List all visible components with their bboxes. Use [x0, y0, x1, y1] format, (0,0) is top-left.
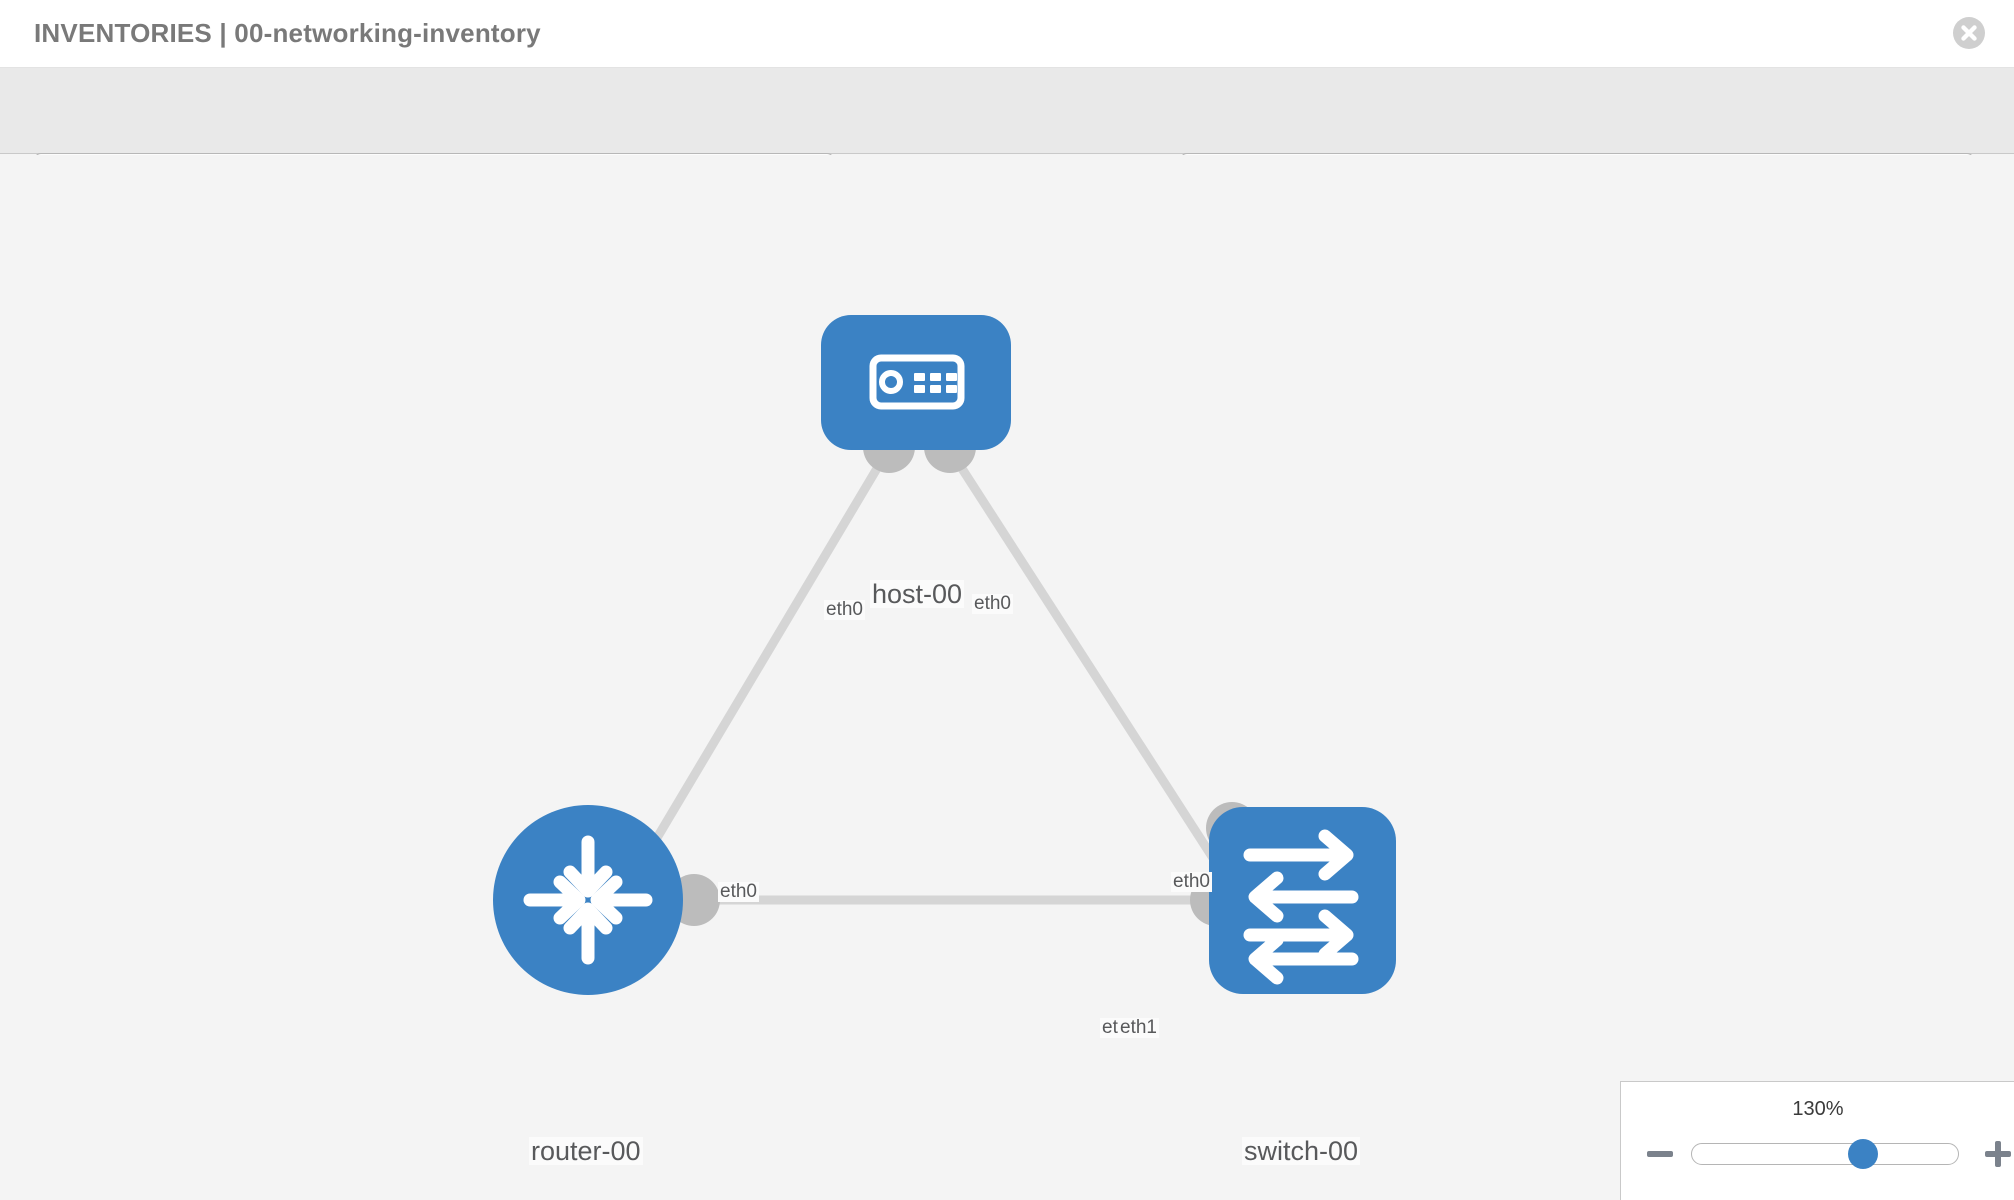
plus-icon[interactable] — [1981, 1137, 2014, 1171]
server-icon-led — [879, 370, 903, 394]
zoom-slider-thumb[interactable] — [1848, 1139, 1879, 1169]
node-label-switch-00: switch-00 — [1242, 1136, 1361, 1166]
zoom-level-label: 130% — [1792, 1098, 1844, 1120]
node-router-00[interactable] — [493, 805, 683, 995]
zoom-slider[interactable] — [1691, 1139, 1959, 1169]
zoom-control-panel: 130% — [1620, 1081, 2014, 1200]
page-header: INVENTORIES | 00-networking-inventory — [0, 0, 2014, 68]
switch-arrows-icon — [1243, 829, 1359, 985]
toolbar: ACTIONS SEARCH — [0, 68, 2014, 205]
port-label: eth0 — [972, 593, 1013, 614]
zoom-slider-row — [1621, 1134, 2014, 1174]
topology-graph — [493, 315, 1396, 995]
minus-icon[interactable] — [1643, 1137, 1677, 1171]
port-label: eth0 — [824, 599, 865, 620]
link-host-router — [616, 447, 892, 903]
router-arrows-icon — [523, 835, 653, 965]
topology-links — [616, 447, 1244, 905]
node-host-00[interactable] — [821, 315, 1011, 450]
node-label-host-00: host-00 — [870, 579, 965, 609]
page-title: INVENTORIES | 00-networking-inventory — [34, 18, 541, 48]
node-switch-00[interactable] — [1209, 807, 1396, 994]
zoom-slider-track[interactable] — [1691, 1143, 1959, 1165]
server-icon-ports — [914, 373, 957, 393]
node-label-router-00: router-00 — [529, 1136, 643, 1166]
port-label: eth0 — [718, 881, 759, 902]
close-icon[interactable] — [1952, 16, 1986, 50]
port-label: eth0 — [1171, 871, 1212, 892]
server-icon — [869, 354, 965, 410]
port-label: eth1 — [1118, 1017, 1159, 1038]
link-host-switch — [946, 447, 1244, 903]
topology-canvas[interactable]: eth0 eth0 eth0 eth0 eth0 eth1 host-00 ro… — [0, 155, 2014, 1200]
